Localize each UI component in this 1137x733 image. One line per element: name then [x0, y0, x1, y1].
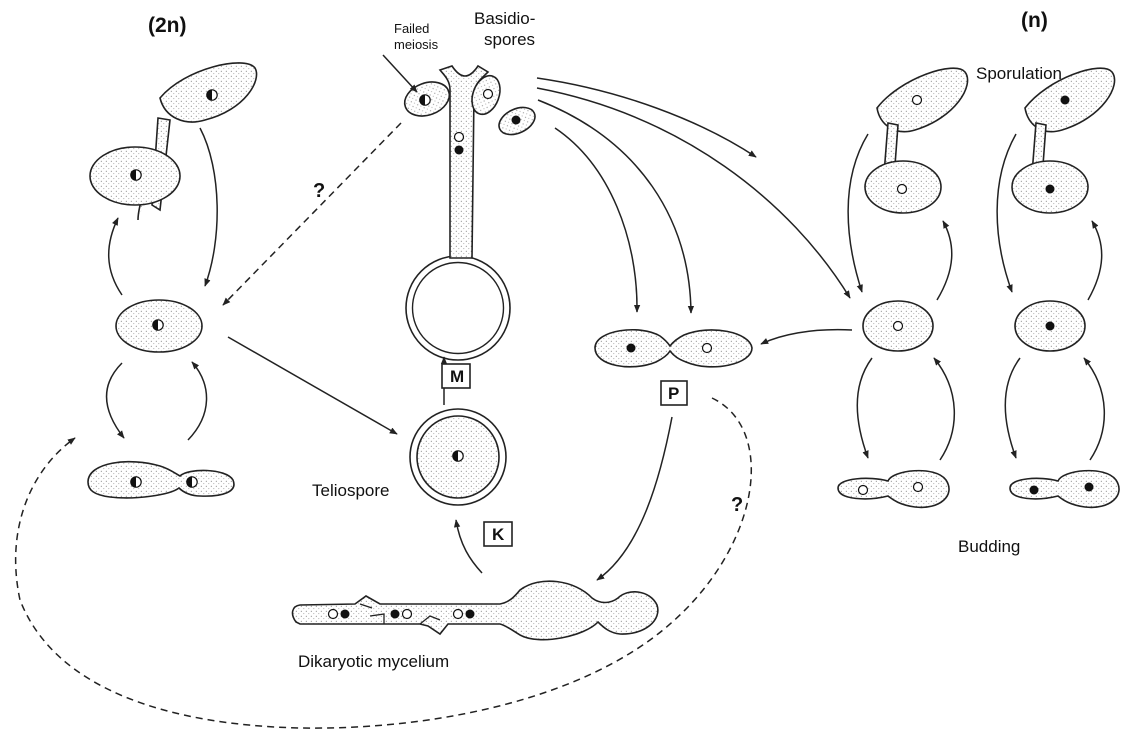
haploid-open-nucleus	[911, 94, 923, 106]
diploid-nucleus	[186, 476, 198, 488]
haploid-to-mating-arrow	[760, 328, 853, 345]
diploid-nucleus	[130, 169, 142, 181]
dikaryotic-mycelium-label: Dikaryotic mycelium	[298, 652, 449, 671]
diploid-sporulating-cell	[89, 62, 258, 221]
failed-meiosis-to-diploid-dashed-arrow	[222, 122, 402, 306]
meiosis-box	[441, 363, 471, 389]
diploid-nucleus	[452, 450, 464, 462]
haploid-open-yeast-cell	[862, 300, 934, 352]
teliospore	[409, 408, 507, 506]
haploid-filled-nucleus	[1045, 321, 1055, 331]
haploid-filled-nucleus	[1045, 184, 1055, 194]
karyogamy-box	[483, 521, 513, 547]
haploid-open-sporulating-cell	[864, 67, 969, 214]
question-mark-upper: ?	[313, 180, 325, 202]
plasmogamy-to-mycelium-arrow	[596, 416, 673, 581]
haploid-filled-nucleus	[340, 609, 350, 619]
diploid-nucleus	[130, 476, 142, 488]
haploid-filled-nucleus	[465, 609, 475, 619]
haploid-open-budding-cell	[837, 469, 950, 509]
haploid-filled-nucleus	[1060, 95, 1070, 105]
haploid-filled-yeast-cell	[1014, 300, 1086, 352]
failed-meiosis-label-line2: meiosis	[394, 37, 439, 52]
basidiospore-dispersal-arrows	[536, 77, 851, 314]
haploid-filled-nucleus	[626, 343, 636, 353]
basidiospores-label-line2: spores	[484, 30, 535, 49]
diploid-label: (2n)	[148, 14, 187, 37]
haploid-open-nucleus	[452, 608, 464, 620]
meiosis-box-label: M	[450, 367, 464, 386]
haploid-filled-cycle-arrows	[996, 133, 1106, 461]
haploid-open-nucleus	[327, 608, 339, 620]
haploid-filled-nucleus	[1084, 482, 1094, 492]
haploid-open-nucleus	[401, 608, 413, 620]
diploid-cycle-arrows	[105, 127, 218, 441]
haploid-open-nucleus	[912, 481, 924, 493]
diploid-yeast-cell	[115, 299, 203, 353]
mating-cell-pair	[594, 329, 753, 368]
haploid-filled-sporulating-cell	[1011, 67, 1116, 214]
diploid-budding-cell	[87, 460, 235, 499]
sporulation-label: Sporulation	[976, 64, 1062, 83]
haploid-open-nucleus	[896, 183, 908, 195]
plasmogamy-box	[660, 380, 688, 406]
haploid-filled-nucleus	[454, 145, 464, 155]
haploid-label: (n)	[1021, 9, 1048, 32]
failed-meiosis-label-line1: Failed	[394, 21, 429, 36]
budding-label: Budding	[958, 537, 1020, 556]
haploid-filled-budding-cell	[1009, 469, 1120, 509]
haploid-open-nucleus	[482, 88, 494, 100]
mycelium-to-teliospore-arrow	[453, 519, 483, 574]
haploid-filled-nucleus	[511, 115, 521, 125]
mating-to-diploid-dashed-arrow	[14, 397, 752, 729]
diploid-to-teliospore-arrow	[227, 336, 398, 435]
basidiospores-label-line1: Basidio-	[474, 9, 535, 28]
diploid-nucleus	[419, 94, 431, 106]
basidium-with-basidiospores	[403, 64, 536, 361]
question-mark-lower: ?	[731, 494, 743, 516]
haploid-open-nucleus	[892, 320, 904, 332]
failed-meiosis-arrow	[382, 54, 418, 93]
haploid-filled-nucleus	[390, 609, 400, 619]
haploid-open-nucleus	[453, 131, 465, 143]
karyogamy-box-label: K	[492, 525, 505, 544]
haploid-open-cycle-arrows	[847, 133, 956, 461]
haploid-filled-nucleus	[1029, 485, 1039, 495]
diploid-nucleus	[206, 89, 218, 101]
diploid-nucleus	[152, 319, 164, 331]
plasmogamy-box-label: P	[668, 384, 679, 403]
teliospore-label: Teliospore	[312, 481, 390, 500]
haploid-open-nucleus	[701, 342, 713, 354]
dikaryotic-mycelium	[291, 580, 659, 641]
haploid-open-nucleus	[857, 484, 869, 496]
